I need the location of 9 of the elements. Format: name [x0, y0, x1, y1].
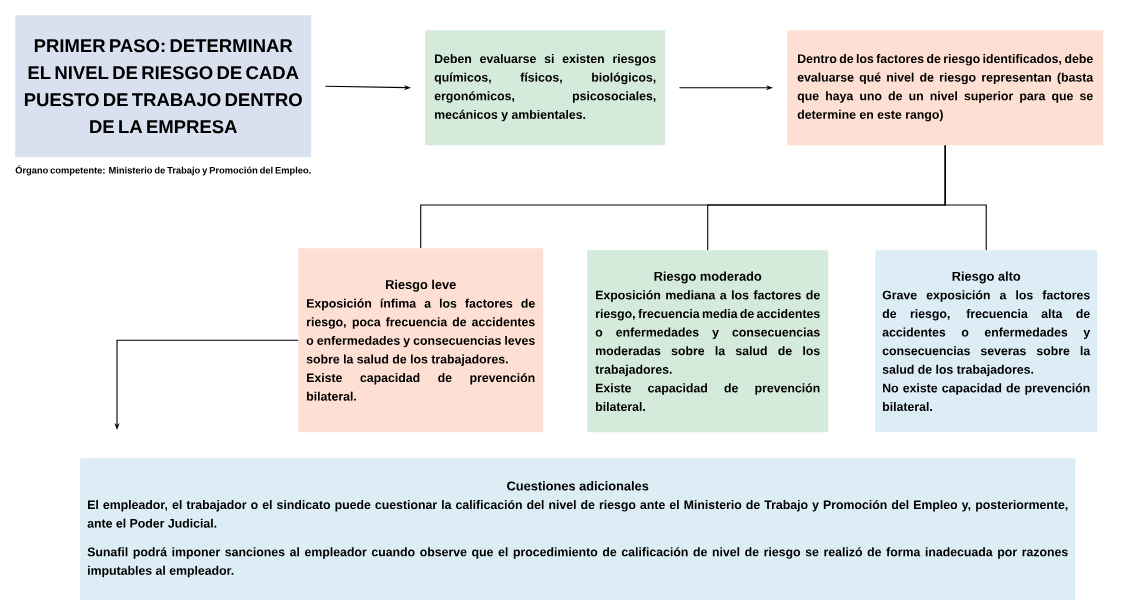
info-box: Dentro de los factores de riesgo identificados, debe evaluarse qué nivel de riesgo representan (basta que haya uno de un nivel superior para que se determine en este rango)	[787, 30, 1104, 146]
risk-level-box: Riesgo leve Exposición ínfima a los factores de riesgo, poca frecuencia de accidentes o enfermedades y consecuencias leves sobre la salud de los trabajadores. Existe capacidad de prevención bilateral.	[298, 248, 544, 433]
info-box: Deben evaluarse si existen riesgos químicos, físicos, biológicos, ergonómicos, psicosociales, mecánicos y ambientales.	[425, 30, 666, 146]
caption-text: Órgano competente: Ministerio de Trabajo y Promoción del Empleo.	[15, 165, 311, 176]
note-box: Cuestiones adicionales El empleador, el trabajador o el sindicato puede cuestionar la calificación del nivel de riesgo ante el Ministerio de Trabajo y Promoción del Empleo y, posteriormente, ante el Poder Judicial. Sunafil podrá imponer sanciones al empleador cuando observe que el procedimiento de calificación de nivel de riesgo se realizó de forma inadecuada por razones imputables al empleador.	[80, 458, 1076, 601]
connector-line	[944, 144, 987, 251]
risk-level-box: Riesgo alto Grave exposición a los factores de riesgo, frecuencia alta de accidentes o enfermedades y consecuencias severas sobre la salud de los trabajadores. No existe capacidad de prevención bilateral.	[875, 250, 1098, 433]
title-box: PRIMER PASO: DETERMINAR EL NIVEL DE RIESGO DE CADA PUESTO DE TRABAJO DENTRO DE LA EMPRESA	[15, 15, 312, 158]
risk-level-box: Riesgo moderado Exposición mediana a los factores de riesgo, frecuencia media de accidentes o enfermedades y consecuencias moderadas sobre la salud de los trabajadores. Existe capacidad de prevención bilateral.	[587, 250, 829, 433]
